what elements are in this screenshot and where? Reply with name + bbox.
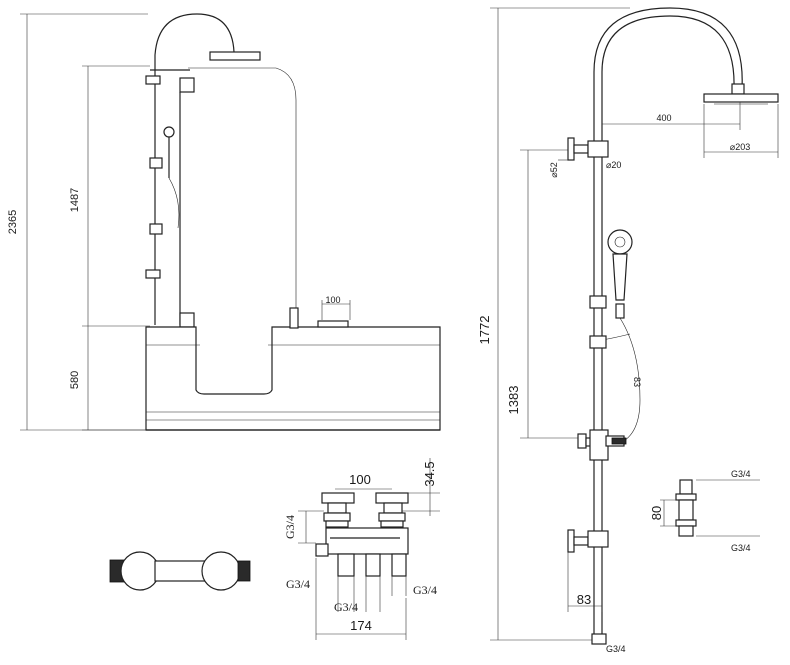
dim-tub-faucet-spacing: 100	[325, 295, 340, 305]
dim-head-diameter: ⌀203	[730, 142, 750, 152]
dim-thread-top: G3/4	[731, 469, 751, 479]
dim-faucet-outlet-right: G3/4	[413, 583, 437, 597]
dim-tub-height: 580	[69, 371, 81, 389]
dim-arm-reach: 400	[656, 113, 671, 123]
dim-pole-diameter: ⌀20	[606, 160, 621, 170]
dim-faucet-spacing: 100	[349, 472, 371, 487]
dim-overall-height: 2365	[7, 210, 19, 234]
dim-rail-base-thread: G3/4	[606, 644, 626, 654]
dim-pole-height: 1487	[69, 188, 81, 212]
dim-hose-length: 83	[632, 377, 642, 387]
dim-rail-height: 1772	[477, 316, 492, 345]
dim-faucet-left-thread: G3/4	[283, 515, 297, 539]
dim-bracket-diameter: ⌀52	[549, 162, 559, 177]
dim-faucet-outlet-left: G3/4	[286, 577, 310, 591]
dim-thread-bottom: G3/4	[731, 543, 751, 553]
dim-fitting-height: 80	[649, 506, 664, 520]
dim-faucet-width: 174	[350, 618, 372, 633]
faucet-side-view: 100 34.5 G3/4 G3/4 G3/4	[283, 458, 440, 640]
shower-rail-detail: 1772 1383 400 ⌀203 ⌀20 ⌀52	[477, 7, 779, 654]
dim-bottom-spacing: 83	[577, 592, 591, 607]
faucet-top-view	[109, 551, 251, 591]
dim-faucet-top-height: 34.5	[422, 461, 437, 486]
dim-faucet-outlet-mid: G3/4	[334, 600, 358, 614]
dim-slider-height: 1383	[506, 386, 521, 415]
bathtub-assembly: 2365 1487 580	[7, 13, 441, 431]
